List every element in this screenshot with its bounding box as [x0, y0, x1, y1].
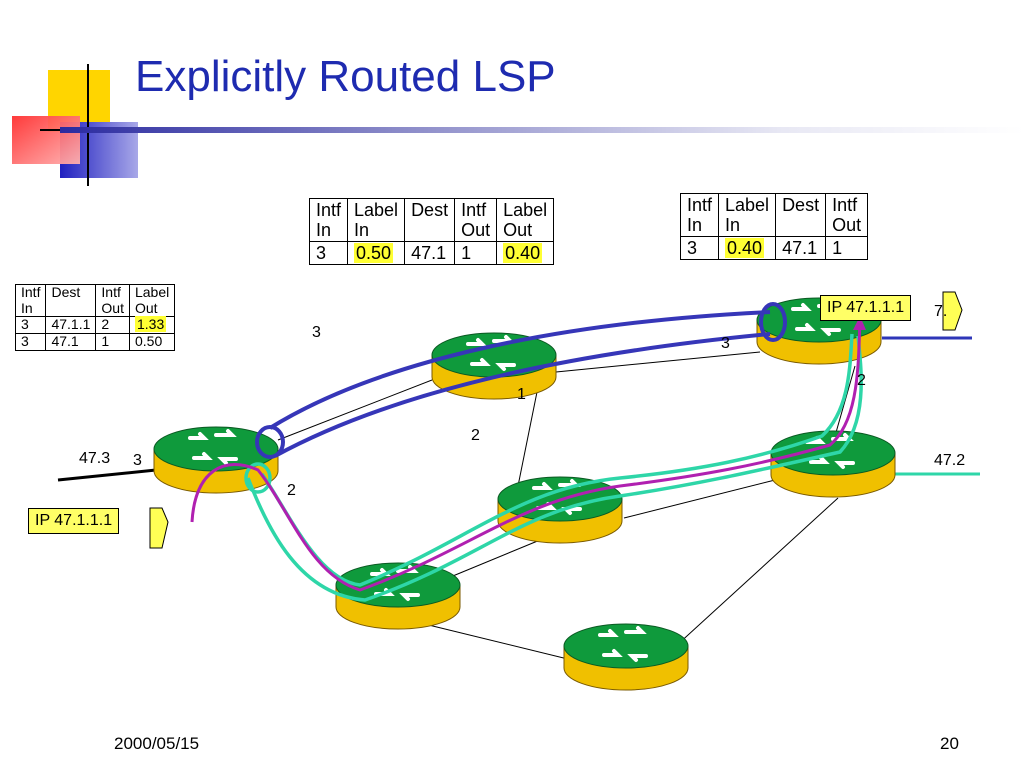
- link-center-bottom: [447, 539, 541, 579]
- cell-label-in: 0.40: [718, 236, 777, 261]
- link-label-2: 2: [471, 427, 480, 444]
- cell-intf-out: 2: [95, 316, 130, 335]
- cell-dest: 47.1: [45, 333, 97, 351]
- port-label-left-2: 2: [287, 482, 296, 499]
- link-left-ext: [57, 468, 157, 482]
- table-row: 3 47.1.1 2 1.33: [14, 316, 176, 335]
- port-label-right-3: 3: [721, 335, 730, 352]
- ingress-arrow-icon: [149, 507, 169, 549]
- lsp-tunnel-end-ring: [759, 302, 787, 342]
- path-magenta-arrow: [853, 316, 866, 330]
- lsp-tunnel-start-ring: [255, 425, 285, 459]
- path-teal-inner: [260, 333, 854, 587]
- link-right-right2: [834, 365, 856, 437]
- port-label-top-1: 1: [517, 386, 526, 403]
- cell-dest: 47.1: [775, 236, 827, 261]
- table-row: 3 0.40 47.1 1: [679, 236, 869, 261]
- net-label-47-3: 47.3: [79, 450, 111, 467]
- net-label-47-2: 47.2: [934, 452, 966, 469]
- header-dest: Dest: [404, 197, 456, 243]
- egress-packet: IP 47.1.1.1: [820, 295, 912, 321]
- cell-label-in: 0.50: [347, 241, 406, 266]
- table-row: 3 47.1 1 0.50: [14, 333, 176, 351]
- port-label-left-3: 3: [133, 452, 142, 469]
- header-dest: Dest: [775, 192, 827, 238]
- cell-intf-in: 3: [308, 241, 349, 266]
- lsp-tunnel-top: [268, 310, 771, 430]
- link-left-top: [277, 379, 433, 441]
- cell-intf-out: 1: [95, 333, 130, 351]
- cell-intf-out: 1: [454, 241, 498, 266]
- cell-intf-out: 1: [825, 236, 869, 261]
- header-dest: Dest: [45, 283, 97, 318]
- ingress-packet: IP 47.1.1.1: [28, 508, 120, 534]
- link-top-center: [517, 391, 538, 487]
- slide-page-number: 20: [940, 734, 959, 753]
- path-teal-ring: [244, 462, 272, 494]
- egress-arrow-icon: [942, 291, 963, 331]
- slide-title: Explicitly Routed LSP: [135, 52, 556, 101]
- link-right2-bottom2: [675, 497, 839, 647]
- net-label-47-1-partial: 7.: [934, 303, 948, 320]
- path-magenta: [190, 321, 862, 592]
- title-rule: [60, 127, 1024, 133]
- logo-red-square: [12, 116, 80, 164]
- network-links: [57, 336, 980, 663]
- cell-dest: 47.1.1: [45, 316, 97, 335]
- lsp-tunnel-bottom: [274, 332, 771, 458]
- path-teal-outer: [246, 335, 863, 602]
- cell-intf-in: 3: [679, 236, 720, 261]
- link-center-right2: [623, 479, 776, 519]
- cell-label-out: 0.50: [128, 333, 176, 351]
- cell-dest: 47.1: [404, 241, 456, 266]
- cell-label-out: 0.40: [496, 241, 555, 266]
- router-bottom2: [562, 622, 690, 692]
- cell-intf-in: 3: [14, 333, 47, 351]
- cell-intf-in: 3: [14, 316, 47, 335]
- cell-label-out: 1.33: [128, 316, 176, 335]
- port-label-top-3: 3: [312, 324, 321, 341]
- table-row: 3 0.50 47.1 1 0.40: [308, 241, 555, 266]
- router-bottom: [334, 561, 462, 631]
- slide-date: 2000/05/15: [114, 734, 200, 753]
- port-label-right-2: 2: [857, 372, 866, 389]
- link-top-right: [555, 351, 761, 373]
